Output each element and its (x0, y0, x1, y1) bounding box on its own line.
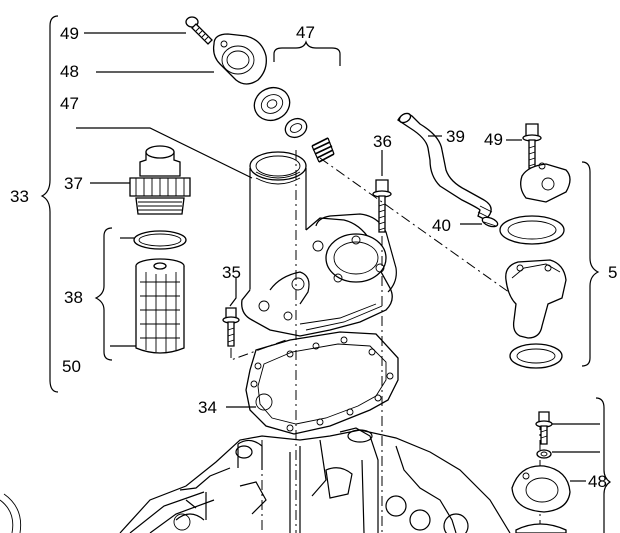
callout-38: 38 (64, 288, 83, 307)
bolt-35 (222, 307, 240, 347)
bolt-49-right (522, 123, 542, 169)
brace-33 (40, 15, 59, 393)
filter-element-50 (135, 258, 185, 354)
callout-36: 36 (373, 132, 392, 151)
leader-lines (76, 32, 600, 482)
brace-48-right (595, 397, 612, 533)
flange-cover-5 (520, 162, 571, 203)
hose-39 (397, 112, 493, 221)
callout-40: 40 (432, 216, 451, 235)
engine-block (0, 427, 511, 533)
callout-39: 39 (446, 127, 465, 146)
clip-40 (481, 216, 499, 228)
brace-38 (94, 227, 113, 361)
o-ring-38 (133, 230, 187, 250)
gasket-ring-5-b (509, 343, 563, 369)
valve-body-5 (505, 259, 567, 339)
cover-plate-48 (212, 33, 267, 85)
seal-47 (253, 86, 291, 122)
gasket-34 (245, 331, 399, 435)
callout-48-top: 48 (60, 62, 79, 81)
callout-35: 35 (222, 263, 241, 282)
callout-48-bottom: 48 (588, 472, 607, 491)
callout-47-left: 47 (60, 94, 79, 113)
brace-5 (581, 161, 600, 367)
bolt-bottom-right (535, 411, 553, 445)
o-ring-47 (284, 117, 308, 139)
brace-47-top (273, 40, 341, 66)
callout-34: 34 (198, 398, 217, 417)
cover-plate-48-bottom (511, 465, 571, 533)
gasket-ring-5-a (499, 215, 565, 245)
bolt-49-top (185, 16, 213, 45)
filter-cap-37 (129, 145, 191, 215)
callout-33: 33 (10, 187, 29, 206)
callout-5: 5 (608, 263, 618, 282)
spring-47 (311, 137, 335, 163)
callout-49-right: 49 (484, 130, 503, 149)
callout-49-top: 49 (60, 24, 79, 43)
callout-50: 50 (62, 357, 81, 376)
washer-bottom-right (536, 449, 552, 459)
guide-line-3 (230, 339, 287, 361)
filter-housing (241, 151, 397, 337)
callout-47-top: 47 (296, 23, 315, 42)
callout-37: 37 (64, 174, 83, 193)
bolt-36 (372, 179, 392, 233)
guide-line-4 (319, 157, 521, 301)
